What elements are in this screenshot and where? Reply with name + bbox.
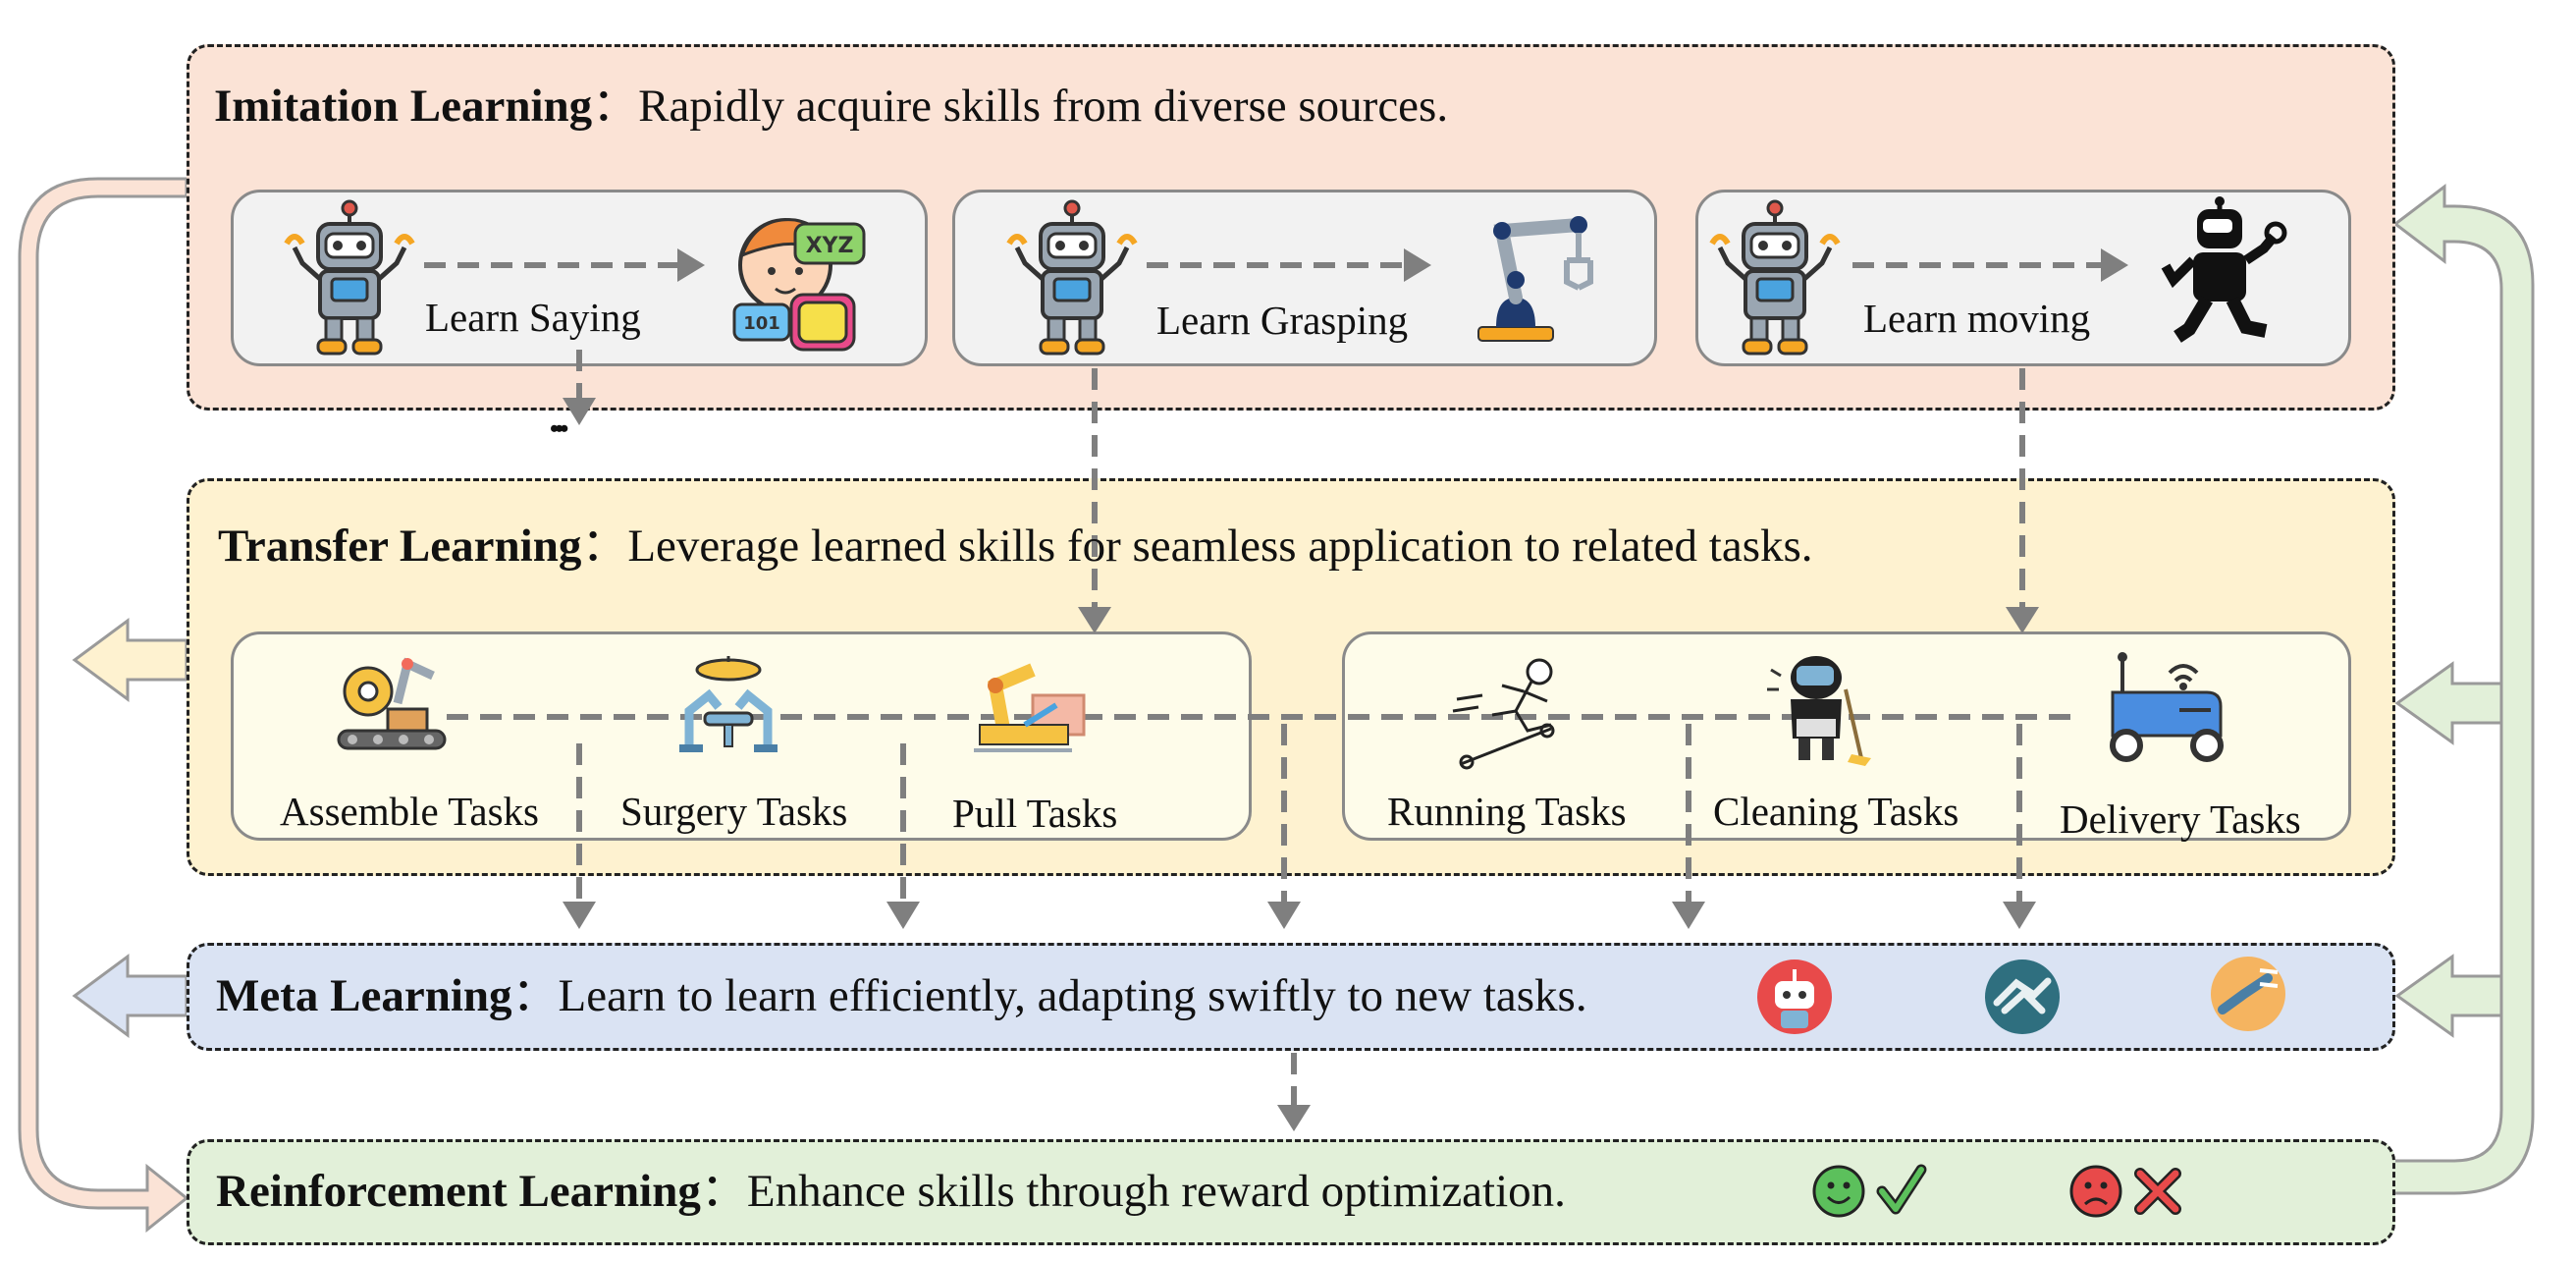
robot-icon-3 <box>1712 201 1838 354</box>
transfer-desc: Leverage learned skills for seamless app… <box>627 521 1813 572</box>
meta-name: Meta Learning <box>216 970 512 1021</box>
imitation-desc: Rapidly acquire skills from diverse sour… <box>638 81 1449 132</box>
green-arrow-to-meta <box>2394 954 2503 1038</box>
robot-icon-1 <box>287 201 412 354</box>
robot-arm-icon <box>1477 216 1593 342</box>
yellow-arrow-left <box>72 618 188 702</box>
delivery-robot-icon <box>2110 652 2224 762</box>
walking-robot-icon <box>2161 196 2287 343</box>
meta-desc: Learn to learn efficiently, adapting swi… <box>558 970 1587 1021</box>
feedback-arrow-orange <box>18 177 189 1234</box>
imitation-title: Imitation Learning：Rapidly acquire skill… <box>214 81 1449 132</box>
skill-label-moving: Learn moving <box>1863 296 2091 341</box>
svg-text:XYZ: XYZ <box>806 234 854 258</box>
cross-icon <box>2134 1168 2181 1215</box>
pull-robot-icon <box>974 663 1086 752</box>
green-arrow-to-transfer <box>2394 661 2503 745</box>
transfer-name: Transfer Learning <box>218 521 582 572</box>
more-skills-ellipsis: ••• <box>550 414 568 443</box>
reinforcement-title: Reinforcement Learning：Enhance skills th… <box>216 1166 1566 1217</box>
reinforcement-panel <box>187 1139 2395 1245</box>
imitation-name: Imitation Learning <box>214 81 593 132</box>
speech-child-icon: XYZ 101 <box>732 218 866 352</box>
task-label-assemble: Assemble Tasks <box>280 789 539 834</box>
surgery-robot-icon <box>679 656 778 752</box>
task-label-pull: Pull Tasks <box>952 791 1118 836</box>
cleaning-robot-icon <box>1767 656 1871 766</box>
feedback-arrow-green <box>2391 183 2535 1195</box>
transfer-title: Transfer Learning：Leverage learned skill… <box>218 521 1813 572</box>
robot-icon-2 <box>1009 201 1135 354</box>
check-icon <box>1876 1164 1927 1215</box>
task-label-delivery: Delivery Tasks <box>2060 796 2301 842</box>
task-label-surgery: Surgery Tasks <box>620 789 848 834</box>
reinforcement-name: Reinforcement Learning <box>216 1166 701 1217</box>
reinforcement-desc: Enhance skills through reward optimizati… <box>746 1166 1566 1217</box>
frown-icon <box>2069 1165 2122 1218</box>
skill-label-grasping: Learn Grasping <box>1156 298 1409 343</box>
meta-title: Meta Learning：Learn to learn efficiently… <box>216 970 1587 1021</box>
task-label-running: Running Tasks <box>1387 789 1627 834</box>
robot-arm-badge-icon <box>2211 957 2285 1031</box>
smile-icon <box>1812 1165 1865 1218</box>
svg-text:101: 101 <box>743 313 780 334</box>
handshake-badge-icon <box>1985 959 2060 1034</box>
task-label-cleaning: Cleaning Tasks <box>1713 789 1959 834</box>
running-robot-icon <box>1452 658 1555 770</box>
assembly-line-icon <box>337 657 447 750</box>
blue-arrow-left <box>72 954 188 1038</box>
robot-badge-icon <box>1757 959 1832 1034</box>
skill-label-saying: Learn Saying <box>425 295 641 340</box>
